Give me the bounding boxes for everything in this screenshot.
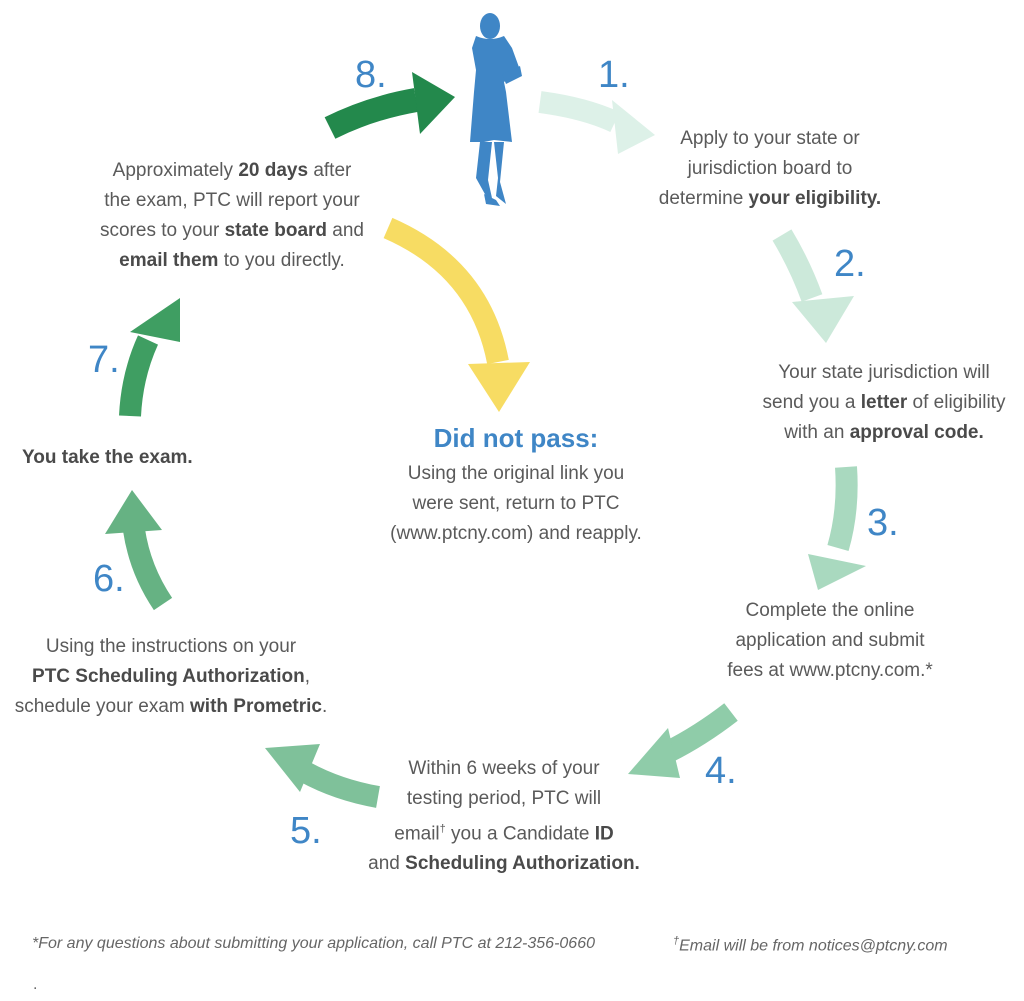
footnote-email: †Email will be from notices@ptcny.com	[673, 935, 948, 955]
arrow-step-1	[538, 91, 655, 154]
step-text-segment: ,	[304, 666, 310, 687]
step-text-bold: state board	[224, 220, 328, 241]
step-text-segment: you a Candidate	[445, 823, 595, 845]
step-text-bold: 20 days	[238, 160, 309, 181]
arrow-step-6	[105, 490, 173, 611]
step-text-segment: with an	[784, 422, 850, 443]
step-text-bold: your eligibility.	[748, 188, 882, 209]
step-text-3: Complete the online application and submi…	[690, 596, 970, 686]
did-not-pass-line: Using the original link you	[407, 463, 625, 484]
step-text-segment: the exam, PTC will report your	[104, 190, 360, 211]
step-text-segment: jurisdiction board to	[687, 158, 853, 179]
arrow-step-3	[808, 466, 866, 590]
did-not-pass-text: Using the original link you were sent, r…	[346, 459, 686, 549]
step-text-bold: email them	[119, 250, 219, 271]
step-text-segment: of eligibility	[907, 392, 1006, 413]
step-text-segment: email	[394, 823, 440, 845]
step-text-segment: Approximately	[112, 160, 239, 181]
step-text-segment: and	[327, 220, 364, 241]
dagger-mark: †	[439, 823, 446, 835]
step-text-segment: fees at www.ptcny.com.*	[727, 660, 933, 681]
step-text-segment: schedule your exam	[14, 696, 191, 717]
did-not-pass-line: (www.ptcny.com) and reapply.	[390, 523, 642, 544]
step-number-6: 6.	[93, 558, 125, 600]
businesswoman-silhouette-icon	[470, 13, 522, 206]
step-text-bold: ID	[594, 823, 614, 845]
arrow-step-8	[324, 72, 455, 139]
arrow-step-7	[119, 298, 180, 417]
step-text-bold: letter	[860, 392, 908, 413]
arrow-did-not-pass	[383, 217, 530, 412]
step-text-segment: determine	[658, 188, 749, 209]
step-number-5: 5.	[290, 810, 322, 852]
step-text-segment: application and submit	[735, 630, 925, 651]
step-number-3: 3.	[867, 502, 899, 544]
step-number-7: 7.	[88, 339, 120, 381]
step-text-segment: testing period, PTC will	[406, 788, 602, 809]
step-text-segment: Using the instructions on your	[45, 636, 297, 657]
step-text-segment: to you directly.	[218, 250, 345, 271]
step-text-segment: scores to your	[99, 220, 225, 241]
step-number-8: 8.	[355, 54, 387, 96]
step-text-bold: with Prometric	[190, 696, 323, 717]
step-number-4: 4.	[705, 750, 737, 792]
arrow-step-2	[772, 229, 854, 343]
step-text-segment: Apply to your state or	[680, 128, 860, 149]
trailing-dot: .	[33, 976, 38, 993]
step-number-1: 1.	[598, 54, 630, 96]
step-text-8: Approximately 20 days after the exam, PTC…	[82, 156, 382, 276]
step-text-segment: and	[368, 853, 406, 875]
step-text-4: Within 6 weeks of your testing period, PT…	[346, 754, 662, 879]
step-text-bold: PTC Scheduling Authorization	[32, 666, 305, 687]
step-text-segment: send you a	[762, 392, 861, 413]
arrow-step-4	[628, 703, 738, 778]
step-text-2: Your state jurisdiction will send you a l…	[744, 358, 1024, 448]
step-text-bold: You take the exam.	[22, 447, 193, 468]
footnote-email-text: Email will be from notices@ptcny.com	[679, 937, 948, 955]
step-text-segment: Complete the online	[745, 600, 915, 621]
step-text-segment: Your state jurisdiction will	[778, 362, 990, 383]
step-text-segment: .	[322, 696, 328, 717]
dagger-mark: †	[673, 935, 680, 947]
did-not-pass-title: Did not pass:	[433, 423, 599, 453]
did-not-pass-line: were sent, return to PTC	[412, 493, 620, 514]
step-text-segment: after	[308, 160, 352, 181]
step-text-bold: Scheduling Authorization.	[405, 853, 640, 875]
step-text-1: Apply to your state or jurisdiction board…	[620, 124, 920, 214]
footnote-questions: *For any questions about submitting your…	[32, 935, 595, 952]
step-number-2: 2.	[834, 243, 866, 285]
arrow-step-5	[265, 744, 380, 808]
step-text-segment: Within 6 weeks of your	[408, 758, 600, 779]
step-text-7: You take the exam.	[22, 443, 242, 473]
step-text-bold: approval code.	[849, 422, 984, 443]
